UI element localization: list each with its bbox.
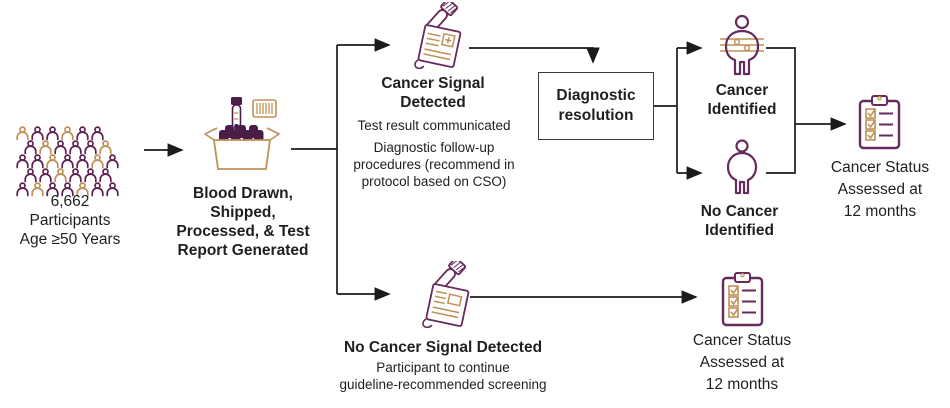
no-cancer-identified-line1: No Cancer	[700, 203, 779, 220]
crowd-person-icon	[91, 154, 104, 169]
no-cancer-identified-label: No Cancer Identified	[687, 202, 792, 240]
no-cancer-person-icon	[721, 139, 763, 197]
blood-label: Blood Drawn, Shipped, Processed, & Test …	[163, 184, 323, 260]
participants-label: 6,662 Participants Age ≥50 Years	[0, 192, 140, 249]
crowd-person-icon	[76, 154, 89, 169]
status-top-line1: Cancer Status	[830, 159, 930, 176]
no-signal-report-icon	[407, 261, 481, 335]
participants-word: Participants	[29, 212, 111, 229]
cancer-signal-sub2-line3: protocol based on CSO)	[361, 174, 507, 189]
cancer-signal-sub2: Diagnostic follow-up procedures (recomme…	[337, 139, 531, 190]
no-signal-sub: Participant to continue guideline-recomm…	[330, 359, 556, 393]
crowd-person-icon	[106, 182, 119, 197]
crowd-person-icon	[46, 182, 59, 197]
crowd-person-icon	[54, 168, 67, 183]
crowd-person-icon	[61, 126, 74, 141]
cancer-signal-title: Cancer Signal Detected	[345, 74, 521, 112]
crowd-person-icon	[99, 140, 112, 155]
crowd-person-icon	[16, 126, 29, 141]
crowd-person-icon	[16, 182, 29, 197]
participants-crowd-icon	[15, 126, 127, 198]
crowd-person-icon	[69, 140, 82, 155]
crowd-person-icon	[46, 126, 59, 141]
status-top-label: Cancer Status Assessed at 12 months	[830, 157, 930, 223]
no-cancer-identified-line2: Identified	[705, 222, 774, 239]
no-signal-sub-line1: Participant to continue	[376, 360, 510, 375]
cancer-identified-label: Cancer Identified	[692, 81, 792, 119]
cancer-signal-title-line2: Detected	[400, 94, 466, 111]
crowd-person-icon	[54, 140, 67, 155]
crowd-person-icon	[61, 154, 74, 169]
blood-line2: Shipped,	[210, 204, 276, 221]
cancer-identified-person-icon	[716, 14, 768, 78]
crowd-person-icon	[31, 182, 44, 197]
crowd-person-icon	[31, 154, 44, 169]
status-bottom-line2: Assessed at	[699, 354, 785, 371]
crowd-person-icon	[84, 140, 97, 155]
status-bottom-label: Cancer Status Assessed at 12 months	[692, 330, 792, 396]
status-bottom-line1: Cancer Status	[692, 332, 792, 349]
crowd-person-icon	[61, 182, 74, 197]
crowd-person-icon	[24, 140, 37, 155]
no-signal-sub-line2: guideline-recommended screening	[339, 377, 547, 392]
cancer-identified-line1: Cancer	[715, 82, 769, 99]
cancer-signal-sub2-line2: procedures (recommend in	[353, 157, 515, 172]
participants-count: 6,662	[50, 193, 90, 210]
diagnostic-box-line1: Diagnostic	[556, 87, 636, 104]
cancer-signal-report-icon	[399, 2, 473, 76]
status-bottom-line3: 12 months	[705, 376, 779, 393]
crowd-person-icon	[16, 154, 29, 169]
blood-box-icon	[204, 92, 280, 176]
crowd-person-icon	[99, 168, 112, 183]
status-top-line3: 12 months	[843, 203, 917, 220]
crowd-person-icon	[46, 154, 59, 169]
crowd-person-icon	[24, 168, 37, 183]
blood-line4: Report Generated	[177, 242, 309, 259]
crowd-person-icon	[84, 168, 97, 183]
crowd-person-icon	[39, 140, 52, 155]
cancer-signal-sub2-line1: Diagnostic follow-up	[373, 140, 495, 155]
status-top-line2: Assessed at	[837, 181, 923, 198]
cancer-signal-sub1: Test result communicated	[357, 118, 511, 133]
crowd-person-icon	[39, 168, 52, 183]
crowd-person-icon	[106, 154, 119, 169]
status-clipboard-icon-top	[857, 94, 902, 151]
crowd-person-icon	[69, 168, 82, 183]
participants-age: Age ≥50 Years	[19, 231, 121, 248]
diagnostic-box-line2: resolution	[558, 107, 634, 124]
crowd-person-icon	[91, 182, 104, 197]
crowd-person-icon	[76, 126, 89, 141]
crowd-person-icon	[76, 182, 89, 197]
blood-line1: Blood Drawn,	[193, 185, 293, 202]
cancer-identified-line2: Identified	[707, 101, 777, 118]
no-signal-title: No Cancer Signal Detected	[343, 339, 543, 356]
cancer-signal-title-line1: Cancer Signal	[381, 75, 485, 92]
crowd-person-icon	[91, 126, 104, 141]
crowd-person-icon	[31, 126, 44, 141]
status-clipboard-icon-bottom	[720, 271, 765, 328]
blood-line3: Processed, & Test	[176, 223, 310, 240]
diagnostic-resolution-box: Diagnostic resolution	[538, 72, 654, 140]
